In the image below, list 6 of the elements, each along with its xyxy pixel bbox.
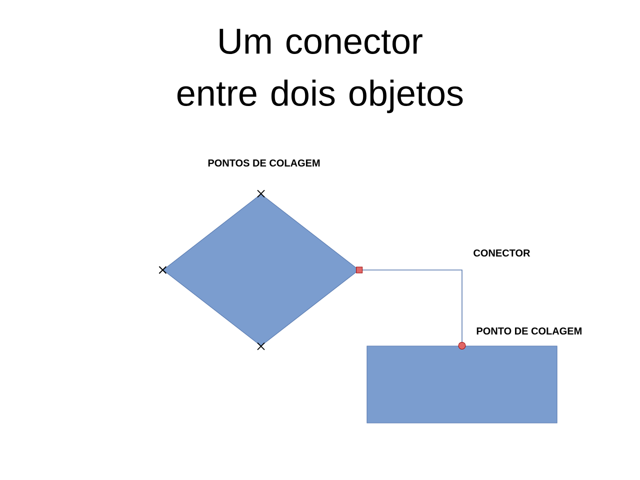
title: Um conector entre dois objetos <box>177 28 463 114</box>
rectangle-shape <box>366 346 558 424</box>
label: CONECTOR <box>474 249 530 257</box>
label: PONTOS DE COLAGEM <box>208 159 320 167</box>
connector <box>356 266 466 350</box>
label: PONTO DE COLAGEM <box>476 327 582 335</box>
